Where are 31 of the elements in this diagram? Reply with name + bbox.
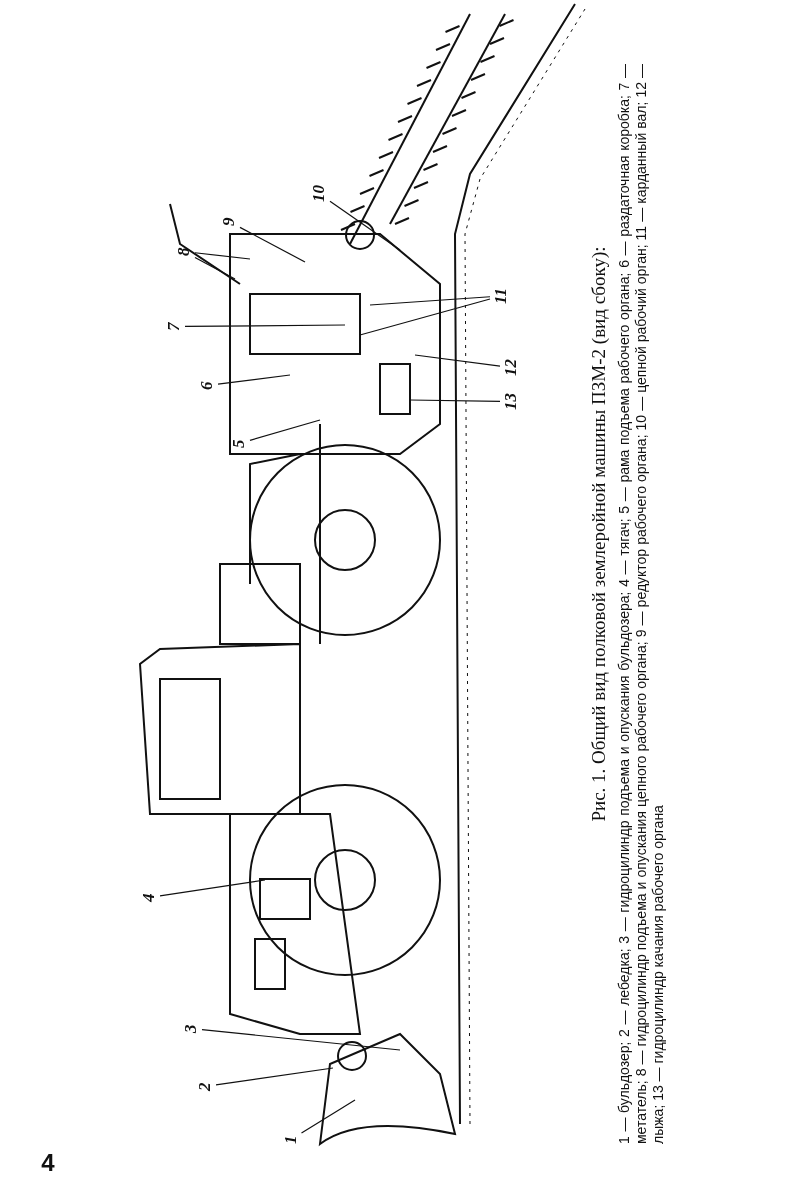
callout-number: 9: [220, 217, 238, 226]
leader-line: [159, 879, 266, 897]
callout-number: 1: [282, 1135, 300, 1144]
leader-line: [359, 298, 491, 336]
callout-number: 11: [492, 287, 510, 304]
callout-number: 5: [230, 439, 248, 448]
leader-line: [201, 1029, 401, 1051]
callout-number: 6: [198, 381, 216, 390]
leader-line: [369, 296, 491, 306]
leader-line: [414, 354, 501, 367]
callout-number: 2: [196, 1082, 214, 1091]
callout-number: 13: [502, 393, 520, 410]
callout-number: 8: [175, 247, 193, 256]
parts-key-text: 1 — бульдозер; 2 — лебедка; 3 — гидроцилиндр подъема и опускания бульдозера; 4 — тягач; 5 — рама подъема рабочего органа; 6 — раздаточная коробка; 7 — метатель; 8 — гидроцилиндр подъема и опускания цепного рабочего органа; 9 — редуктор рабочего органа; 10 — цепной рабочий орган; 11 — карданный вал; 12 — лыжа; 13 — гидроцилиндр качания рабочего органа: [616, 64, 667, 1144]
leader-line: [184, 324, 346, 327]
leader-line: [215, 1067, 334, 1086]
leader-line: [409, 399, 501, 402]
leader-line: [194, 252, 251, 260]
leader-line: [239, 226, 306, 263]
leader-line: [300, 1099, 356, 1134]
leader-line: [217, 374, 291, 385]
callout-number: 10: [310, 185, 328, 202]
callout-number: 3: [182, 1024, 200, 1033]
page-number: 4: [41, 1149, 55, 1178]
leader-line: [194, 256, 236, 280]
leader-line: [249, 419, 321, 441]
leader-line: [329, 200, 401, 251]
callout-number: 4: [140, 893, 158, 902]
callout-number: 12: [502, 359, 520, 376]
callout-number: 7: [165, 322, 183, 331]
figure-caption: Рис. 1. Общий вид полковой землеройной машины ПЗМ-2 (вид сбоку):: [588, 245, 610, 824]
